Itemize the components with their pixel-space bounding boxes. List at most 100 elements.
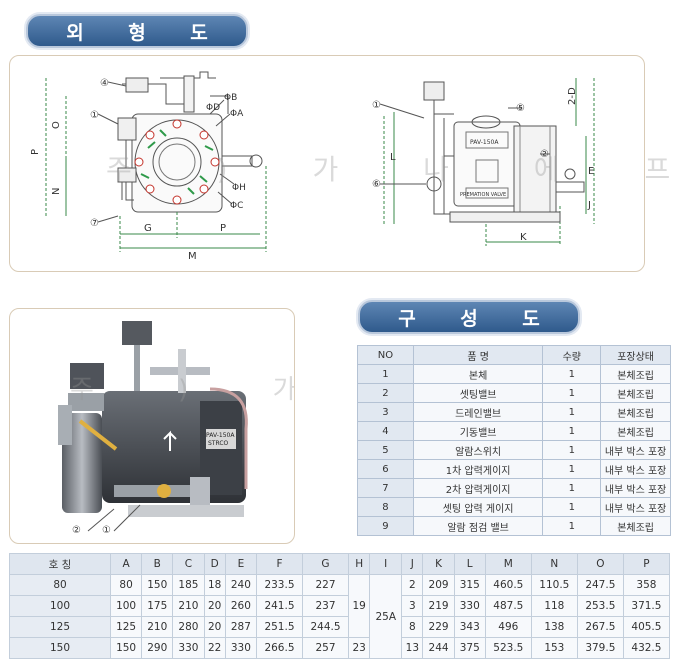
dims-header-f: F xyxy=(255,553,303,575)
dims-header-j: J xyxy=(401,553,424,575)
dims-cell-b: 150 xyxy=(141,574,174,596)
dims-cell-j: 8 xyxy=(401,616,424,638)
dims-cell-name: 100 xyxy=(9,595,111,617)
dims-cell-m: 460.5 xyxy=(484,574,532,596)
dims-cell-m: 523.5 xyxy=(484,637,532,659)
dim-label-e: E xyxy=(588,166,594,177)
part-name: 기동밸브 xyxy=(412,421,544,441)
outline-drawing: ① ④ ⑦ P O N G P M ΦB ΦA ΦH ΦC ΦD xyxy=(30,71,595,262)
dims-cell-f: 233.5 xyxy=(255,574,303,596)
table-row: 150 150 290 330 22 330 266.5 257 23 13 2… xyxy=(9,637,671,659)
dims-cell-k: 209 xyxy=(422,574,455,596)
dim-label-p-left: P xyxy=(30,149,41,155)
photo-plate-label: PAV-150A xyxy=(206,432,235,439)
dimensions-table: 호 칭 A B C D E F G H I J K L M N O P 80 8… xyxy=(9,553,671,659)
part-qty: 1 xyxy=(542,402,602,422)
table-row: 125 125 210 280 20 287 251.5 244.5 8 229… xyxy=(9,616,671,638)
dims-cell-a: 80 xyxy=(109,574,143,596)
part-name: 1차 압력게이지 xyxy=(412,459,544,479)
dims-header-p: P xyxy=(622,553,671,575)
table-row: 100 100 175 210 20 260 241.5 237 3 219 3… xyxy=(9,595,671,617)
part-no: 4 xyxy=(357,421,414,441)
dims-cell-o: 247.5 xyxy=(576,574,624,596)
dims-cell-d: 20 xyxy=(203,616,226,638)
dims-cell-c: 280 xyxy=(172,616,205,638)
dim-label-g: G xyxy=(144,223,152,234)
dim-label-phi-b: ΦB xyxy=(224,93,237,103)
part-packing: 내부 박스 포장 xyxy=(600,440,671,460)
dims-cell-p: 432.5 xyxy=(622,637,671,659)
dims-table-header: 호 칭 A B C D E F G H I J K L M N O P xyxy=(9,553,671,575)
dims-header-name: 호 칭 xyxy=(9,553,111,575)
dims-cell-p: 371.5 xyxy=(622,595,671,617)
dims-cell-j: 3 xyxy=(401,595,424,617)
dim-label-phi-c: ΦC xyxy=(230,201,243,211)
dims-cell-k: 244 xyxy=(422,637,455,659)
part-no: 3 xyxy=(357,402,414,422)
part-packing: 본체조립 xyxy=(600,383,671,403)
dims-cell-name: 80 xyxy=(9,574,111,596)
dims-cell-m: 496 xyxy=(484,616,532,638)
dims-header-g: G xyxy=(301,553,350,575)
dim-label-phi-h: ΦH xyxy=(232,183,246,193)
dim-label-phi-d: ΦD xyxy=(206,103,220,113)
part-qty: 1 xyxy=(542,440,602,460)
dims-cell-name: 150 xyxy=(9,637,111,659)
dims-header-d: D xyxy=(203,553,226,575)
dims-cell-k: 229 xyxy=(422,616,455,638)
dim-label-m: M xyxy=(188,251,197,262)
part-packing: 본체조립 xyxy=(600,516,671,536)
dims-cell-e: 260 xyxy=(224,595,257,617)
part-name: 알람 점검 밸브 xyxy=(412,516,544,536)
dims-cell-g: 244.5 xyxy=(301,616,350,638)
part-no: 9 xyxy=(357,516,414,536)
dims-header-o: O xyxy=(576,553,624,575)
parts-table-header: NO 품 명 수량 포장상태 xyxy=(357,345,671,365)
part-no: 1 xyxy=(357,364,414,384)
dim-label-o: O xyxy=(51,121,62,129)
dims-cell-c: 330 xyxy=(172,637,205,659)
outline-title-char-1: 외 xyxy=(66,21,84,44)
dims-header-e: E xyxy=(224,553,257,575)
side-view-drawing xyxy=(379,78,595,246)
composition-title-char-1: 구 xyxy=(398,307,416,330)
dims-cell-g: 257 xyxy=(301,637,350,659)
part-name: 드레인밸브 xyxy=(412,402,544,422)
dims-cell-j: 2 xyxy=(401,574,424,596)
dims-cell-e: 240 xyxy=(224,574,257,596)
right-brand-label: PREMATION VALVE xyxy=(460,192,506,198)
dims-cell-i-merged: 25A xyxy=(369,574,403,659)
dims-cell-f: 266.5 xyxy=(255,637,303,659)
dims-cell-a: 100 xyxy=(109,595,143,617)
dims-cell-f: 251.5 xyxy=(255,616,303,638)
dims-cell-e: 330 xyxy=(224,637,257,659)
part-packing: 내부 박스 포장 xyxy=(600,478,671,498)
dims-cell-m: 487.5 xyxy=(484,595,532,617)
dims-cell-f: 241.5 xyxy=(255,595,303,617)
part-qty: 1 xyxy=(542,364,602,384)
dims-cell-name: 125 xyxy=(9,616,111,638)
dim-label-phi-a: ΦA xyxy=(230,109,244,119)
dims-header-b: B xyxy=(141,553,174,575)
dims-cell-n: 110.5 xyxy=(530,574,578,596)
dims-cell-p: 358 xyxy=(622,574,671,596)
dims-cell-j: 13 xyxy=(401,637,424,659)
dims-cell-o: 267.5 xyxy=(576,616,624,638)
part-packing: 본체조립 xyxy=(600,402,671,422)
part-name: 알람스위치 xyxy=(412,440,544,460)
dims-cell-o: 379.5 xyxy=(576,637,624,659)
part-qty: 1 xyxy=(542,459,602,479)
part-no: 7 xyxy=(357,478,414,498)
dim-label-l: L xyxy=(390,152,396,163)
dim-label-k: K xyxy=(520,232,527,243)
part-name: 본체 xyxy=(412,364,544,384)
parts-header-name: 품 명 xyxy=(412,345,544,365)
dims-cell-k: 219 xyxy=(422,595,455,617)
callout-5-right: ⑤ xyxy=(516,103,525,114)
dims-cell-n: 153 xyxy=(530,637,578,659)
outline-drawing-panel: ① ④ ⑦ P O N G P M ΦB ΦA ΦH ΦC ΦD xyxy=(9,55,682,272)
